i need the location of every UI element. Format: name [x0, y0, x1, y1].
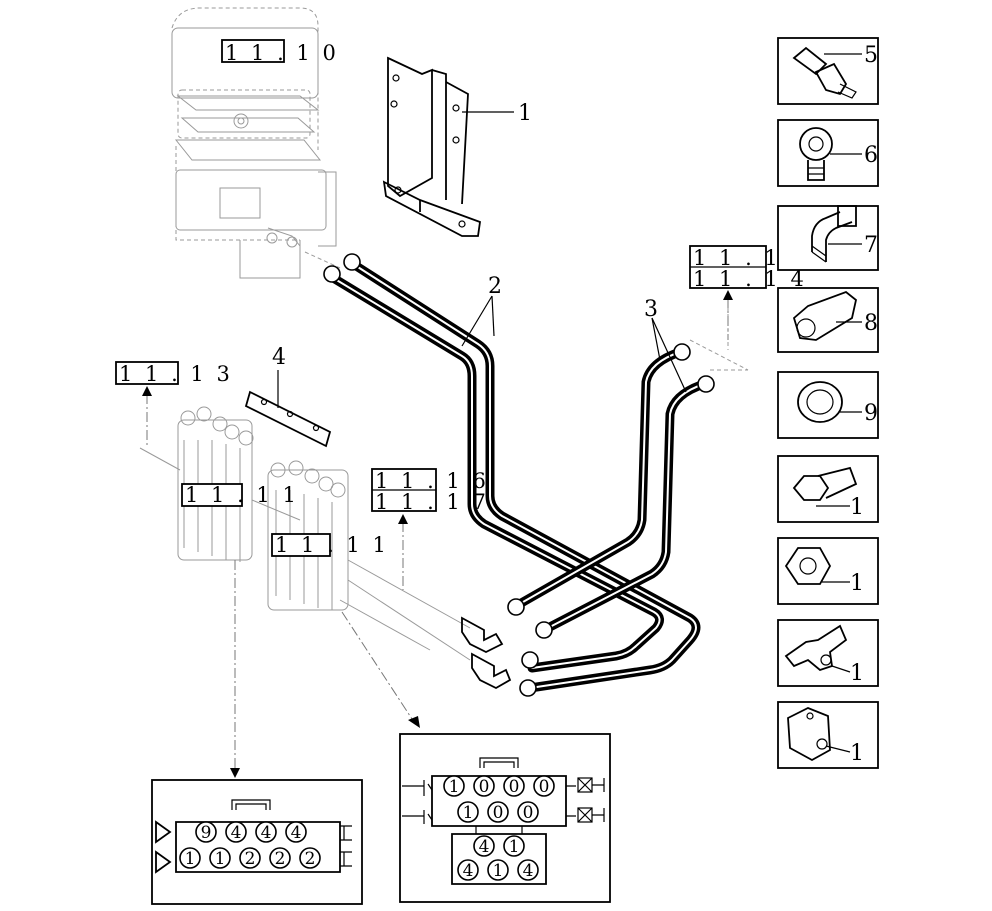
side-part-block: 1	[777, 701, 879, 769]
ref-valve: 1 1 . 1 0	[221, 39, 339, 65]
ref-mid-top-text: 1 1 . 1 6	[375, 469, 489, 493]
ref-valve-text: 1 1 . 1 0	[225, 41, 339, 65]
ref-left: 1 1 . 1 3	[115, 361, 233, 448]
side-part-7: 7	[777, 205, 879, 271]
side-part-tee: 1	[777, 619, 879, 687]
ref-block-b: 1 1 . 1 1	[271, 533, 389, 557]
ref-right-bot-text: 1 1 . 1 4	[693, 267, 807, 291]
side-callout-1: 6	[864, 143, 878, 168]
valve-assembly-ghost	[171, 7, 341, 279]
conn-right-lower-bot-1: 1	[493, 861, 504, 881]
conn-right-second-1: 0	[493, 803, 504, 823]
conn-right-top-0: 1	[449, 777, 460, 797]
hydraulic-hoses	[323, 253, 715, 697]
conn-left-bot-3: 2	[275, 849, 286, 869]
side-callout-4: 9	[864, 401, 878, 426]
side-part-5: 5	[777, 37, 879, 105]
conn-left-top-3: 4	[291, 823, 302, 843]
conn-right-second-2: 0	[523, 803, 534, 823]
conn-right-second-0: 1	[463, 803, 474, 823]
side-callout-7: 1	[850, 661, 864, 686]
side-callout-5: 1	[850, 495, 864, 520]
callout-4: 4	[272, 345, 286, 370]
side-part-bolt: 1	[777, 455, 879, 523]
conn-left-bot-1: 1	[215, 849, 226, 869]
ref-mid-bot-text: 1 1 . 1 7	[375, 490, 489, 514]
side-callout-2: 7	[864, 233, 878, 258]
conn-left-top-2: 4	[261, 823, 272, 843]
conn-right-lower-top-1: 1	[509, 837, 520, 857]
conn-left-bot-0: 1	[185, 849, 196, 869]
connector-diagram-left: 9 4 4 4 1 1 2 2 2	[151, 779, 363, 905]
side-callout-3: 8	[864, 311, 878, 336]
ref-block-a-text: 1 1 . 1 1	[185, 483, 299, 507]
mounting-bracket	[382, 56, 514, 237]
side-callout-6: 1	[850, 571, 864, 596]
side-callout-8: 1	[850, 741, 864, 766]
conn-left-top-0: 9	[201, 823, 212, 843]
side-callout-0: 5	[864, 43, 878, 68]
conn-right-top-2: 0	[509, 777, 520, 797]
conn-right-lower-bot-0: 4	[463, 861, 474, 881]
ref-mid: 1 1 . 1 6 1 1 . 1 7	[371, 468, 489, 590]
connector-diagram-right: 1 0 0 0 1 0 0 4 1 4 1 4	[399, 733, 611, 903]
callout-3: 3	[644, 297, 658, 322]
conn-left-bot-4: 2	[305, 849, 316, 869]
side-part-nut: 1	[777, 537, 879, 605]
ref-block-b-text: 1 1 . 1 1	[275, 533, 389, 557]
callout-1: 1	[518, 101, 532, 126]
tee-fittings	[461, 616, 512, 690]
ref-block-a: 1 1 . 1 1	[181, 483, 299, 507]
conn-right-lower-top-0: 4	[479, 837, 490, 857]
side-part-9: 9	[777, 371, 879, 439]
ref-left-text: 1 1 . 1 3	[119, 362, 233, 386]
side-part-8: 8	[777, 287, 879, 353]
side-part-6: 6	[777, 119, 879, 187]
conn-right-lower-bot-2: 4	[523, 861, 534, 881]
conn-left-top-1: 4	[231, 823, 242, 843]
conn-left-bot-2: 2	[245, 849, 256, 869]
conn-right-top-1: 0	[479, 777, 490, 797]
conn-right-top-3: 0	[539, 777, 550, 797]
plate	[244, 370, 332, 448]
callout-2: 2	[488, 274, 502, 299]
